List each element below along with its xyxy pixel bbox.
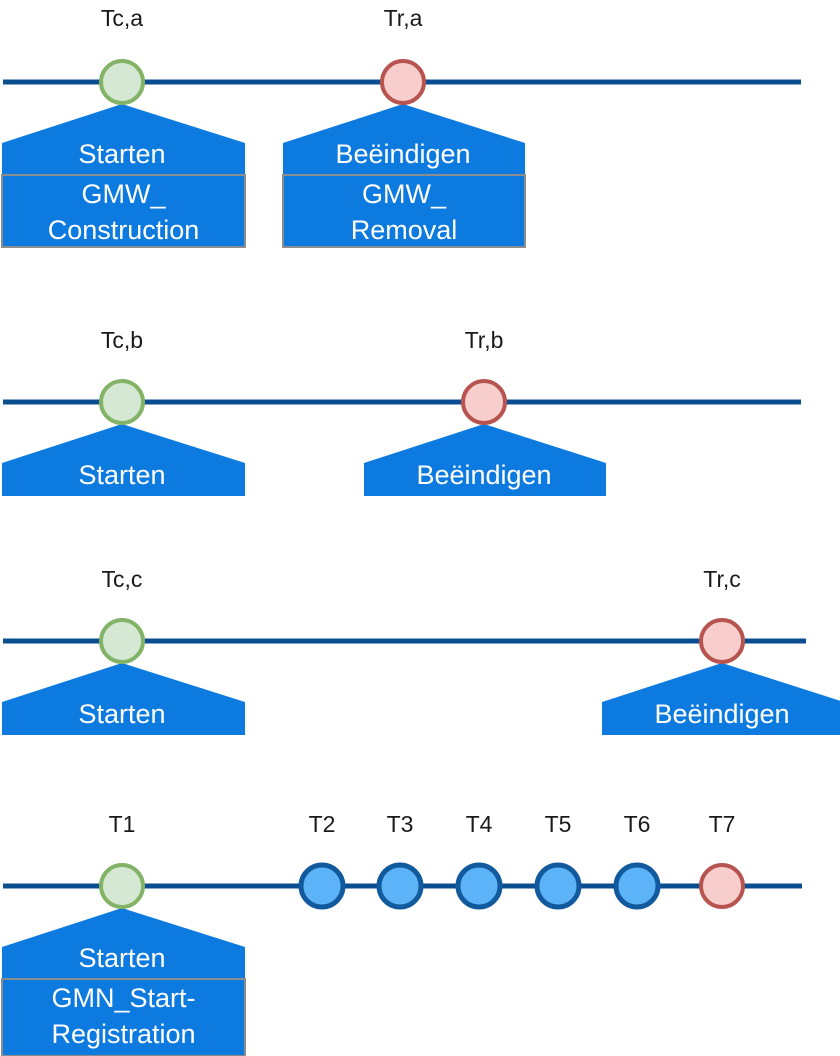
house-shape: Beëindigen [364, 424, 606, 496]
event-label-t7: T7 [709, 811, 736, 837]
house-roof-label: Starten [78, 943, 165, 973]
event-marker-t6[interactable] [613, 862, 661, 910]
event-marker-t2[interactable] [298, 862, 346, 910]
house-shape: Starten [2, 424, 245, 496]
house-roof [364, 424, 606, 496]
event-label-tr-c: Tr,c [703, 566, 740, 592]
house-roof [2, 908, 245, 979]
event-marker-t4[interactable] [455, 862, 503, 910]
house-box-label: GMW_ [362, 179, 447, 209]
event-label-t3: T3 [387, 811, 414, 837]
house-shape: Starten [2, 663, 245, 735]
house-group: Starten Beëindigen [2, 663, 840, 735]
event-label-t4: T4 [466, 811, 493, 837]
event-label-tc-a: Tc,a [101, 5, 143, 31]
event-label-t5: T5 [545, 811, 572, 837]
event-marker-t5[interactable] [534, 862, 582, 910]
house-roof [2, 424, 245, 496]
house-box-label: Construction [48, 215, 200, 245]
event-marker-t3[interactable] [376, 862, 424, 910]
house-box [1, 174, 246, 248]
house-roof [2, 663, 245, 735]
house-roof-label: Beëindigen [335, 139, 470, 169]
event-label-tr-a: Tr,a [384, 5, 423, 31]
event-marker-t1[interactable] [99, 863, 145, 909]
timeline-row: Starten Beëindigen Tc,b Tr,b [2, 327, 801, 496]
event-label-t1: T1 [109, 811, 136, 837]
event-marker-tc-c[interactable] [99, 618, 145, 664]
event-marker-t7[interactable] [699, 863, 745, 909]
house-roof-label: Starten [78, 699, 165, 729]
event-marker-tr-a[interactable] [380, 59, 426, 105]
house-box-label: Registration [51, 1019, 195, 1049]
event-marker-tc-b[interactable] [99, 379, 145, 425]
event-label-t6: T6 [624, 811, 651, 837]
house-roof [602, 663, 840, 735]
event-label-tr-b: Tr,b [465, 327, 504, 353]
timeline-row: Starten Beëindigen Tc,c Tr,c [2, 566, 840, 735]
house-box-label: GMN_Start- [51, 983, 195, 1013]
house-box-label: GMW_ [82, 179, 167, 209]
event-marker-tc-a[interactable] [99, 59, 145, 105]
house-box-label: Removal [351, 215, 458, 245]
house-box [1, 978, 246, 1056]
event-label-tc-c: Tc,c [102, 566, 143, 592]
event-label-t2: T2 [309, 811, 336, 837]
event-label-tc-b: Tc,b [101, 327, 143, 353]
event-marker-tr-b[interactable] [461, 379, 507, 425]
house-roof-label: Starten [78, 460, 165, 490]
event-marker-tr-c[interactable] [699, 618, 745, 664]
house-roof-label: Beëindigen [654, 699, 789, 729]
house-roof [283, 104, 525, 175]
house-group: Starten Beëindigen [2, 424, 606, 496]
house-shape: Beëindigen [602, 663, 840, 735]
house-roof-label: Beëindigen [416, 460, 551, 490]
house-roof [2, 104, 245, 175]
house-box [282, 174, 526, 248]
house-roof-label: Starten [78, 139, 165, 169]
